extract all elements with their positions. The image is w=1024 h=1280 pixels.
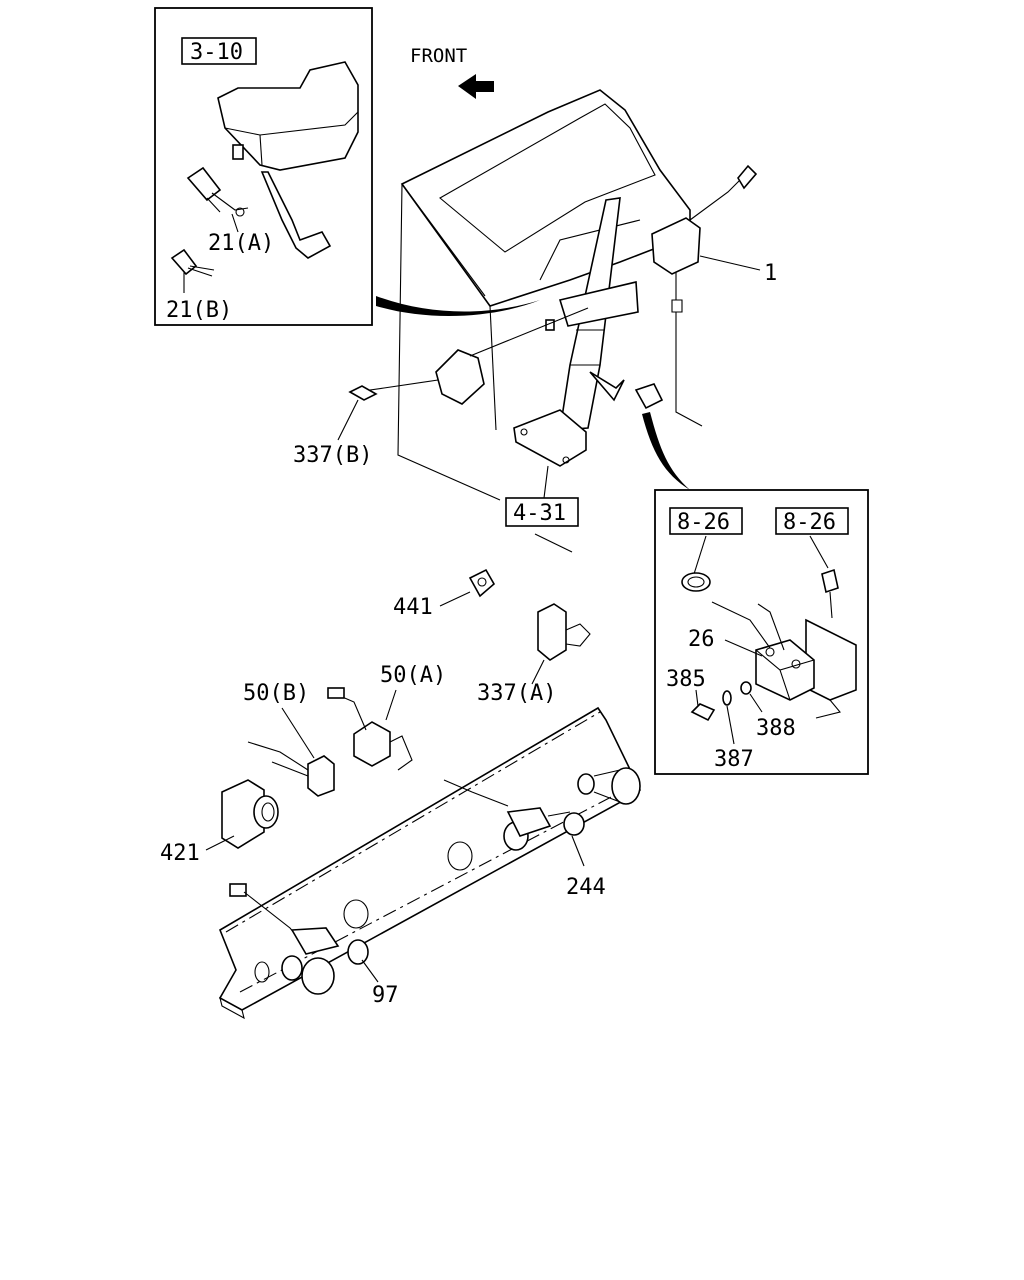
inset-frame-8-26	[654, 489, 869, 775]
callout-97: 97	[372, 983, 399, 1008]
connector-drawing	[634, 383, 664, 410]
callout-441: 441	[393, 595, 433, 620]
callout-388: 388	[756, 716, 796, 741]
turn-signal-switch-drawing	[651, 164, 758, 313]
front-label: FRONT	[410, 45, 467, 67]
switch-21a-drawing	[186, 166, 249, 217]
switch-337a-drawing	[537, 603, 591, 661]
svg-text:3-10: 3-10	[190, 40, 243, 65]
washer-388-drawing	[740, 681, 752, 695]
screw-385-drawing	[690, 703, 716, 722]
callout-385: 385	[666, 667, 706, 692]
indicator-244-drawing	[443, 779, 585, 851]
switch-21b-drawing	[170, 248, 215, 277]
ref-box-4-31: 4-31	[505, 497, 579, 527]
switch-421-drawing	[221, 779, 279, 849]
clamp-drawing	[681, 572, 711, 592]
washer-387-drawing	[722, 690, 732, 706]
inset-pointer	[376, 296, 540, 317]
callout-387: 387	[714, 747, 754, 772]
indicator-97-drawing	[229, 883, 369, 995]
connector-pointer	[642, 412, 690, 490]
ref-box-8-26-b: 8-26	[775, 507, 849, 535]
stop-switch-26-drawing	[711, 601, 815, 701]
clip-441-drawing	[468, 568, 496, 598]
callout-21b: 21(B)	[166, 298, 232, 323]
dashboard-drawing	[397, 89, 691, 501]
wiper-switch-337b-drawing	[348, 307, 589, 405]
steering-column-drawing	[513, 197, 639, 467]
ref-box-8-26-a: 8-26	[669, 507, 743, 535]
callout-50b: 50(B)	[243, 681, 309, 706]
ref-box-3-10: 3-10	[181, 37, 257, 65]
column-cover-drawing	[217, 61, 359, 259]
callout-337b: 337(B)	[293, 443, 372, 468]
inset-frame-3-10	[154, 7, 373, 326]
callout-50a: 50(A)	[380, 663, 446, 688]
svg-text:8-26: 8-26	[783, 510, 836, 535]
bolt-drawing	[821, 568, 839, 619]
svg-text:8-26: 8-26	[677, 510, 730, 535]
callout-21a: 21(A)	[208, 231, 274, 256]
svg-text:4-31: 4-31	[513, 501, 566, 526]
knob-top-right-drawing	[577, 767, 641, 805]
callout-26: 26	[688, 627, 715, 652]
switch-50b-drawing	[247, 741, 335, 797]
callout-421: 421	[160, 841, 200, 866]
callout-244: 244	[566, 875, 606, 900]
callout-337a: 337(A)	[477, 681, 556, 706]
switch-50a-drawing	[327, 687, 413, 771]
callout-1: 1	[764, 261, 777, 286]
front-arrow-icon	[458, 74, 494, 99]
